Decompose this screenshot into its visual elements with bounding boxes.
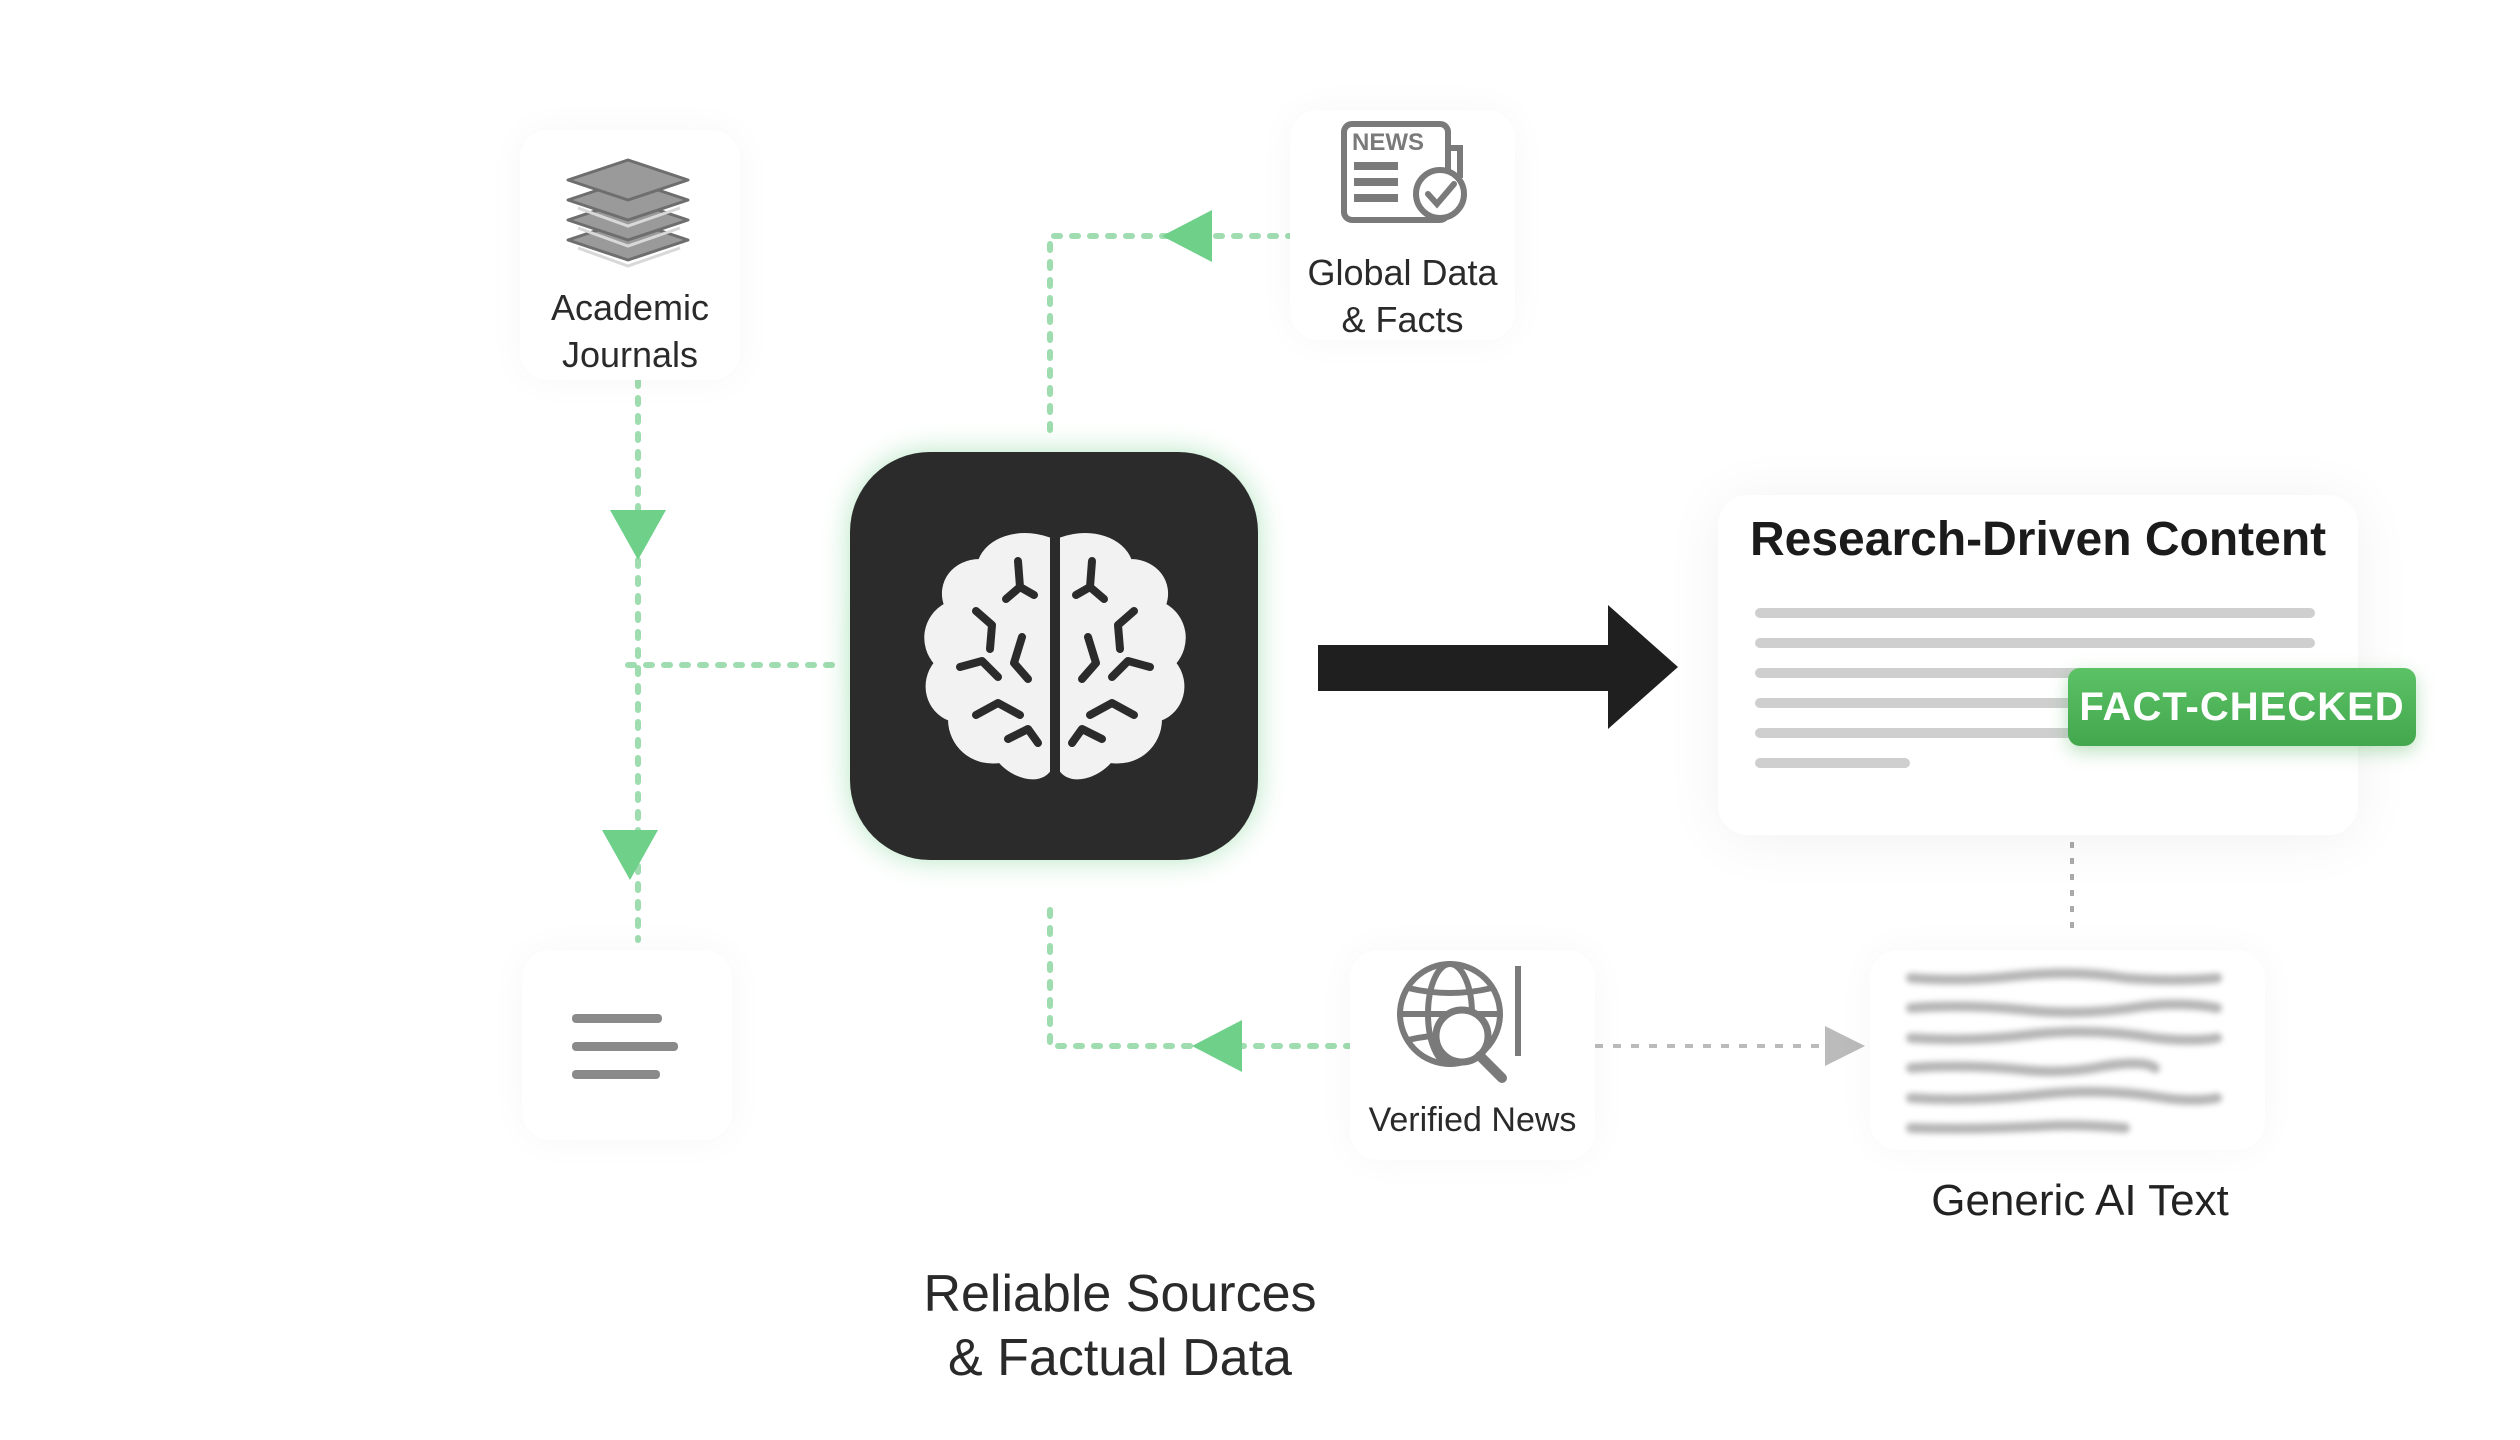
- books-icon: [566, 158, 690, 268]
- arrowhead-generic: [1825, 1026, 1865, 1066]
- main-arrow-icon: [1318, 605, 1678, 729]
- verified-news-label: Verified News: [1368, 1101, 1577, 1139]
- content-lines: [1755, 608, 2315, 768]
- academic-label-line1: Academic: [550, 287, 710, 328]
- fact-checked-badge: FACT-CHECKED: [2068, 668, 2416, 746]
- generic-ai-label: Generic AI Text: [1931, 1176, 2229, 1225]
- connector-brain-global: [1047, 233, 1293, 433]
- research-content-title: Research-Driven Content: [1750, 513, 2327, 566]
- brain-icon: [924, 533, 1186, 780]
- academic-label-line2: Journals: [561, 333, 699, 375]
- caption-line1: Reliable Sources: [923, 1265, 1317, 1323]
- blurred-text-lines: [1906, 968, 2222, 1134]
- global-label-line2: & Facts: [1341, 298, 1464, 340]
- global-data-label: Global Data & Facts: [1275, 250, 1530, 344]
- newspaper-check-icon: NEWS: [1341, 121, 1467, 223]
- diagram-caption: Reliable Sources & Factual Data: [820, 1262, 1420, 1390]
- global-label-line1: Global Data: [1307, 252, 1498, 293]
- research-content-card[interactable]: [1718, 495, 2358, 835]
- arrowhead-verified: [1192, 1020, 1242, 1072]
- news-icon-text: NEWS: [1352, 129, 1424, 156]
- academic-journals-label: Academic Journals: [500, 285, 760, 379]
- caption-line2: & Factual Data: [948, 1329, 1292, 1387]
- connector-brain-verified: [1047, 907, 1353, 1049]
- arrowhead-academic-2: [602, 830, 658, 880]
- brain-tile[interactable]: [850, 452, 1258, 860]
- text-lines-icon: [572, 1014, 678, 1079]
- globe-search-icon: [1397, 961, 1521, 1083]
- arrowhead-academic-1: [610, 510, 666, 560]
- arrowhead-global: [1162, 210, 1212, 262]
